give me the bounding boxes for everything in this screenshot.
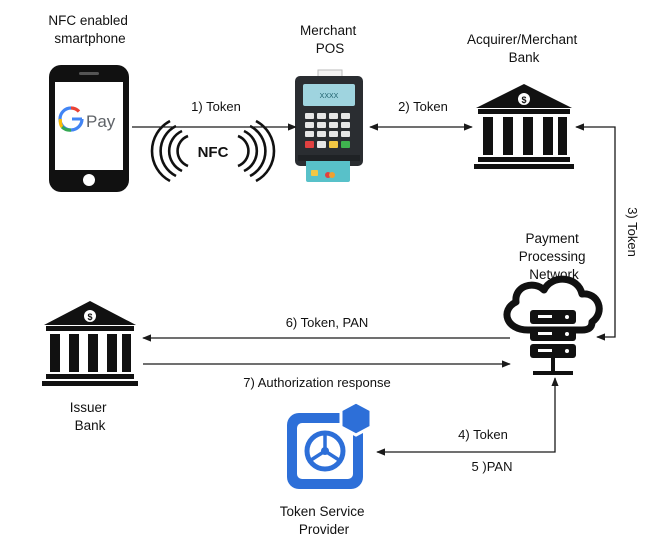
arrow-label-4: 4) Token [458,427,508,442]
nfc-icon [150,119,276,183]
issuer-label: Issuer Bank [70,400,111,433]
arrow-acquirer-to-network [575,123,616,341]
acquirer-bank-symbol: $ [521,95,526,105]
arrow-label-6: 6) Token, PAN [286,315,369,330]
issuer-bank-symbol: $ [87,312,92,322]
arrow-label-3: 3) Token [625,207,640,257]
network-label: Payment Processing Network [519,231,590,282]
vault-icon [287,400,373,489]
arrow-label-1: 1) Token [191,99,241,114]
pos-terminal-icon: XXXX [295,69,363,182]
pos-screen-text: XXXX [320,93,339,100]
cloud-server-icon [503,275,603,375]
nfc-text: NFC [198,144,229,161]
arrow-label-2: 2) Token [398,99,448,114]
phone-label: NFC enabled smartphone [48,13,131,46]
acquirer-bank-icon: $ [474,84,574,169]
tsp-label: Token Service Provider [280,504,369,537]
smartphone-icon: Pay [49,65,129,192]
google-pay-logo: Pay [58,106,116,132]
pos-label: Merchant POS [300,23,360,56]
acquirer-label: Acquirer/Merchant Bank [467,32,581,65]
arrow-label-5: 5 )PAN [472,459,513,474]
issuer-bank-icon: $ [42,301,138,386]
arrow-label-7: 7) Authorization response [243,375,390,390]
arrow-network-tsp [376,377,559,456]
wallet-text: Pay [86,112,116,131]
